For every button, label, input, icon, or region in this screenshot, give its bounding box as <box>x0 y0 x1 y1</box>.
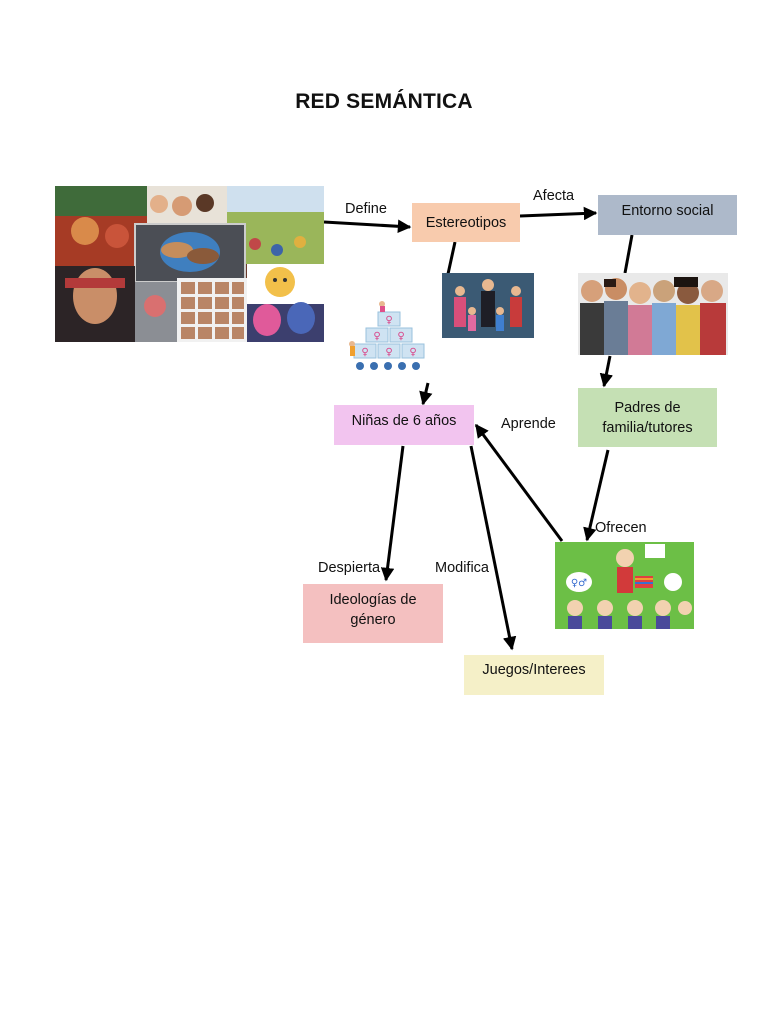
family-photo <box>442 273 534 338</box>
svg-text:♀: ♀ <box>361 347 368 358</box>
teens-whispering-photo <box>578 273 728 355</box>
gender-pyramid-illustration: ♀ ♀ ♀ ♀ ♀ ♀ <box>344 298 436 376</box>
edge-label-define: Define <box>345 201 387 217</box>
edge-label-afecta: Afecta <box>533 188 575 204</box>
svg-text:♀: ♀ <box>409 347 416 358</box>
svg-text:♀: ♀ <box>385 315 392 326</box>
edge-label-ofrecen: Ofrecen <box>595 520 647 536</box>
edge-label-modifica: Modifica <box>435 560 489 576</box>
svg-text:♀♂: ♀♂ <box>571 578 587 589</box>
svg-text:♀: ♀ <box>373 331 380 342</box>
arrow-despierta <box>380 445 405 582</box>
line-estereotipos-family <box>446 241 457 275</box>
node-entorno-social: Entorno social <box>598 195 737 235</box>
arrow-define <box>323 219 412 234</box>
arrow-to-ninas <box>419 382 433 406</box>
edge-label-despierta: Despierta <box>318 560 381 576</box>
collage-photo <box>55 186 324 342</box>
line-entorno-teens <box>623 234 634 274</box>
node-juegos-intereses: Juegos/Interees <box>464 655 604 695</box>
arrow-to-padres <box>599 355 614 388</box>
arrow-afecta <box>519 206 598 221</box>
arrow-modifica <box>469 445 517 651</box>
page-title: RED SEMÁNTICA <box>295 90 473 113</box>
node-padres-tutores: Padres de familia/tutores <box>578 388 717 447</box>
svg-text:♀: ♀ <box>385 347 392 358</box>
node-ideologias-genero: Ideologías de género <box>303 584 443 643</box>
arrow-aprende <box>474 423 564 542</box>
node-estereotipos: Estereotipos <box>412 203 520 242</box>
node-ninas-6-anos: Niñas de 6 años <box>334 405 474 445</box>
svg-text:♀: ♀ <box>397 331 404 342</box>
edge-label-aprende: Aprende <box>501 416 556 432</box>
gender-education-cartoon: ♀♂ <box>555 542 694 629</box>
